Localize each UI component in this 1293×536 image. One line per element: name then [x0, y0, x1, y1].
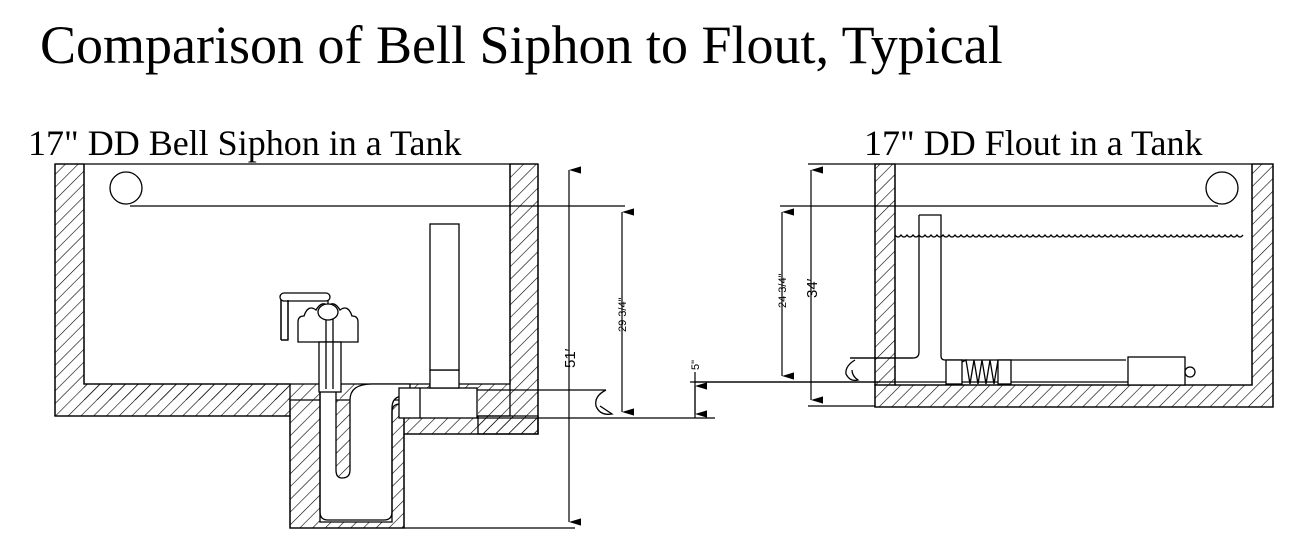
bell-siphon-heading: 17" DD Bell Siphon in a Tank — [28, 123, 462, 163]
coupling-right — [997, 359, 1012, 385]
outlet-pipe-end — [595, 389, 614, 415]
page-title: Comparison of Bell Siphon to Flout, Typi… — [40, 15, 1003, 75]
flout-heading: 17" DD Flout in a Tank — [864, 123, 1203, 163]
bell-siphon-tank — [54, 163, 715, 529]
dim-34-label: 34′ — [804, 278, 821, 298]
pipe-fitting — [398, 387, 478, 419]
flout-float-ball — [1205, 171, 1239, 205]
standpipe-base — [429, 369, 460, 389]
tank-floor-hatch — [84, 384, 320, 400]
flout-knob — [1184, 366, 1196, 378]
left-tank-wall-hatch — [54, 163, 291, 417]
standpipe — [429, 223, 460, 371]
right-dimensions — [690, 166, 880, 407]
flout-outlet-pipe — [850, 357, 1128, 383]
float-ball — [109, 171, 143, 205]
dim-24-label: 24 3/4" — [777, 273, 789, 308]
flout-left-wall-hatch — [874, 163, 896, 386]
bell-inner — [318, 341, 342, 393]
water-surface — [894, 233, 1244, 238]
spring — [961, 359, 999, 385]
dim-29-label: 29 3/4" — [617, 297, 629, 332]
u-trap-pipe — [319, 383, 411, 523]
dim-5in-left-label: 5" — [690, 360, 702, 370]
dim-51-label: 51′ — [562, 348, 579, 368]
coupling-left — [945, 359, 963, 385]
outlet-pipe — [477, 389, 715, 419]
flout-body — [1127, 356, 1186, 386]
sump-step-hatch — [403, 415, 539, 435]
flout-standpipe — [850, 214, 1126, 361]
bell-cap — [317, 303, 339, 321]
middle-5in-dimension — [694, 372, 850, 418]
left-dimensions — [404, 166, 634, 529]
flout-tank — [780, 163, 1274, 408]
